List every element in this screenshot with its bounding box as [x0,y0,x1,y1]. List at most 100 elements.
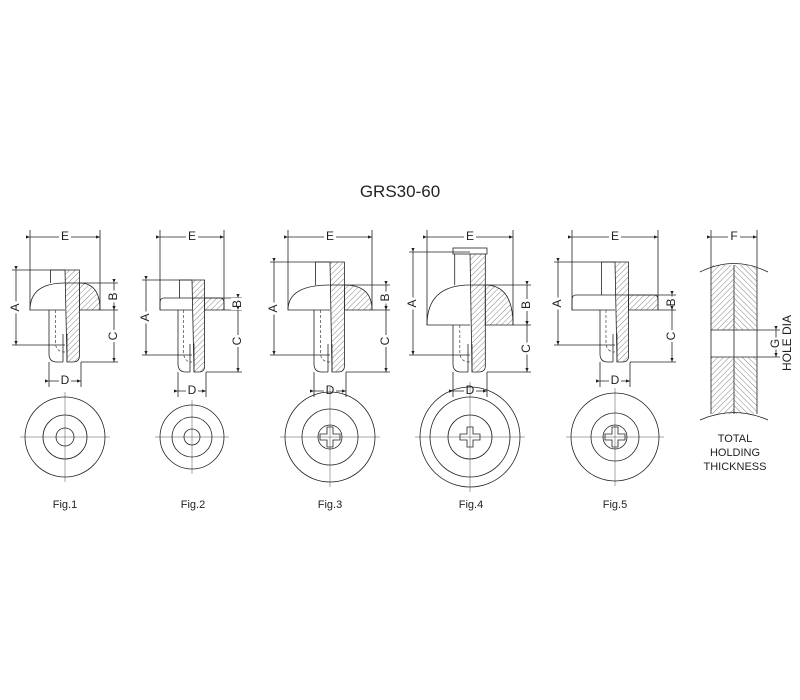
panel-section [711,265,734,330]
panel-section [734,357,757,414]
figure-4-hidden-line [459,325,471,363]
figure-3-dim-c-gap [379,335,393,347]
figure-2-dim-e-gap [186,230,198,244]
note-line: TOTAL [717,433,753,445]
figure-5-hidden-line [605,310,616,353]
figure-2-dim-c-gap [231,335,245,347]
figure-3-pin-outline [315,261,330,285]
figure-4-dim-b-letter: B [519,301,533,309]
figure-4-dim-b-gap [520,299,534,311]
figure-3-dim-b-gap [379,291,393,304]
figure-1-dim-b-gap [107,290,121,303]
figure-3-dim-a-gap [267,302,281,315]
figure-5-dim-a-letter: A [550,299,564,307]
figure-1-dim-d-gap [59,374,71,388]
figure-2-head-section [204,297,225,311]
figure-5-dim-e-letter: E [611,229,619,243]
hole-dim-g-letter: G [768,339,782,348]
figure-5-phillips-recess-icon [604,426,626,448]
figure-2-dim-b-gap [231,298,245,310]
figure-4-phillips-recess-icon [459,426,481,448]
figure-5-dim-d-letter: D [611,373,620,387]
figure-3-head-section [344,284,373,311]
figure-2-head-outline [159,297,192,311]
figure-5-leg-outline [599,310,613,363]
figure-4-dim-a-letter: A [405,299,419,307]
figure-label-1: Fig.1 [52,499,78,511]
hole-dim-g-gap [769,337,783,350]
figure-1-dim-b-letter: B [106,292,120,300]
figure-5-dim-d-gap [609,374,621,388]
figure-3-dim-b-letter: B [378,293,392,301]
figure-5-pin-outline [601,261,615,295]
figure-2-dim-b-letter: B [230,300,244,308]
figure-4-dim-c-letter: C [519,344,533,353]
figure-4-dim-e-gap [464,230,476,244]
figure-5-dim-e-gap [609,230,621,244]
figure-5-dim-b-letter: B [664,298,678,306]
panel-dim-f-gap [728,230,740,244]
figure-5-dim-c-gap [665,330,679,342]
figure-5-dim-a-gap [551,297,565,310]
figure-2-dim-e-letter: E [188,229,196,243]
figure-2-dim-d-gap [186,384,198,398]
figure-5-stem-section [614,261,629,363]
figure-4-dim-e-letter: E [466,229,474,243]
figure-3-hidden-line [320,310,331,363]
figure-5-head-section [628,294,659,311]
figure-5-dim-b-gap [665,296,679,309]
figure-2-dim-d-letter: D [188,383,197,397]
figure-2-hidden-line [183,310,193,363]
figure-3-head-outline [287,284,331,311]
figure-2-dim-a-gap [139,311,153,324]
figure-1-dim-d-letter: D [61,373,70,387]
panel-dim-f-letter: F [730,229,737,243]
figure-1-dim-e-gap [59,230,71,244]
figure-1-dim-e-letter: E [61,229,69,243]
drawing-title: GRS30-60 [359,182,441,201]
figure-2-dim-a-letter: A [138,313,152,321]
figure-2-dim-c-letter: C [230,336,244,345]
figure-1-dim-a-gap [9,301,23,314]
figure-1-leg-outline [48,310,63,363]
figure-1-hidden-line [55,310,66,353]
figure-3-leg-outline [313,310,328,373]
figure-4-dim-c-gap [520,342,534,355]
note-line: THICKNESS [703,461,767,473]
figure-5-head-outline [571,294,615,311]
panel-break-top [699,263,769,273]
figure-1-stem-section [64,269,80,363]
figure-4-head-section [484,284,514,326]
figure-1-head-outline [29,282,66,311]
figure-4-head-outline [426,284,471,326]
figure-label-4: Fig.4 [458,499,484,511]
figure-1-head-section [79,282,101,311]
figure-3-dim-c-letter: C [378,336,392,345]
note-line: HOLDING [709,447,761,459]
figure-4-leg-outline [452,325,468,373]
figure-label-2: Fig.2 [180,499,206,511]
total-holding-thickness-note: TOTAL HOLDING THICKNESS [704,432,767,474]
figure-1-dim-c-letter: C [106,331,120,340]
figure-3-dim-e-letter: E [326,229,334,243]
figure-4-cap [452,247,488,255]
figure-2-leg-outline [177,310,190,373]
panel-section [734,265,757,330]
figure-4-dim-a-gap [406,297,420,310]
figure-label-3: Fig.3 [317,499,343,511]
panel-section [711,357,734,414]
figure-2-pin-outline [179,279,192,298]
figure-4-stem-section [469,251,486,373]
figure-1-dim-c-gap [107,330,121,342]
figure-label-5: Fig.5 [602,499,628,511]
figure-1-dim-a-letter: A [8,303,22,311]
figure-2-stem-section [191,279,205,373]
figure-4-pin-outline [454,251,470,285]
hole-dia-label: HOLE DIA [780,315,794,371]
figure-5-dim-c-letter: C [664,331,678,340]
figure-3-phillips-recess-icon [319,426,341,448]
figure-1-pin-outline [50,269,65,283]
figure-3-dim-a-letter: A [266,304,280,312]
